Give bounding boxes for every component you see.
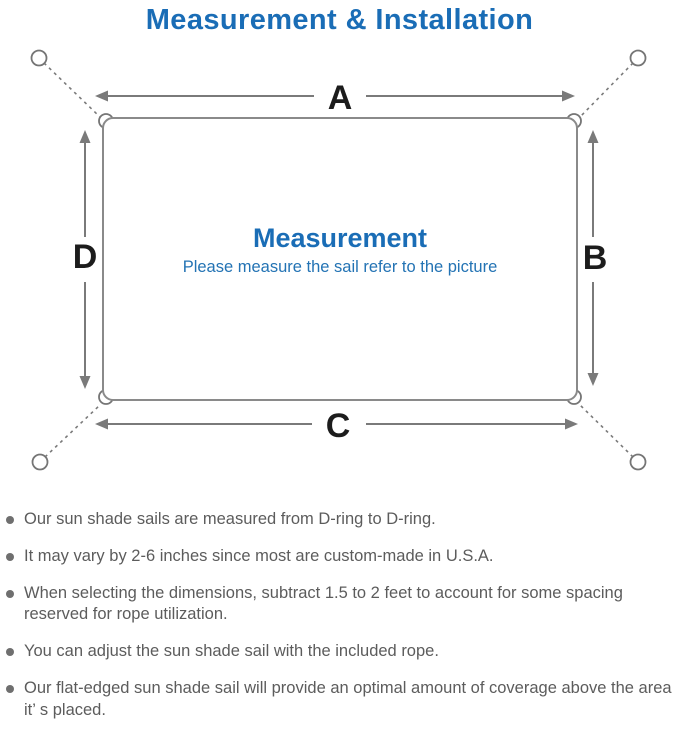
bullet-icon [6, 516, 14, 524]
anchor-point-icon-bottom-right [629, 453, 647, 471]
list-item: When selecting the dimensions, subtract … [6, 583, 675, 627]
list-item: It may vary by 2-6 inches since most are… [6, 546, 675, 568]
anchor-point-icon-top-left [30, 49, 48, 67]
list-item: You can adjust the sun shade sail with t… [6, 641, 675, 663]
measurement-diagram-svg: A B C D Measurement Please measure the s… [30, 49, 647, 471]
bullet-icon [6, 684, 14, 693]
page-title: Measurement & Installation [145, 4, 534, 36]
measurement-diagram: A B C D Measurement Please measure the s… [0, 39, 679, 499]
anchor-point-icon-top-right [629, 49, 647, 67]
note-text: When selecting the dimensions, subtract … [24, 583, 623, 624]
side-label-c: C [326, 407, 351, 445]
diagram-center-title: Measurement [253, 223, 427, 253]
shade-sail-outline [102, 117, 578, 401]
list-item: Our sun shade sails are measured from D-… [6, 509, 675, 531]
bullet-icon [6, 648, 14, 657]
rope-dashed-line-bottom-right [579, 404, 634, 458]
note-text: It may vary by 2-6 inches since most are… [24, 546, 494, 565]
diagram-center-subtitle: Please measure the sail refer to the pic… [183, 258, 498, 276]
side-label-b: B [583, 239, 608, 277]
rope-dashed-line-top-left [43, 62, 101, 118]
anchor-point-icon-bottom-left [31, 453, 49, 471]
side-label-d: D [73, 238, 98, 276]
note-text: You can adjust the sun shade sail with t… [24, 642, 439, 661]
rope-dashed-line-top-right [579, 62, 634, 118]
rope-dashed-line-bottom-left [44, 404, 101, 458]
notes-list: Our sun shade sails are measured from D-… [0, 509, 679, 721]
note-text: Our flat-edged sun shade sail will provi… [24, 678, 672, 719]
bullet-icon [6, 589, 14, 598]
list-item: Our flat-edged sun shade sail will provi… [6, 678, 675, 722]
side-label-a: A [328, 79, 353, 117]
note-text: Our sun shade sails are measured from D-… [24, 510, 436, 528]
bullet-icon [6, 552, 14, 561]
